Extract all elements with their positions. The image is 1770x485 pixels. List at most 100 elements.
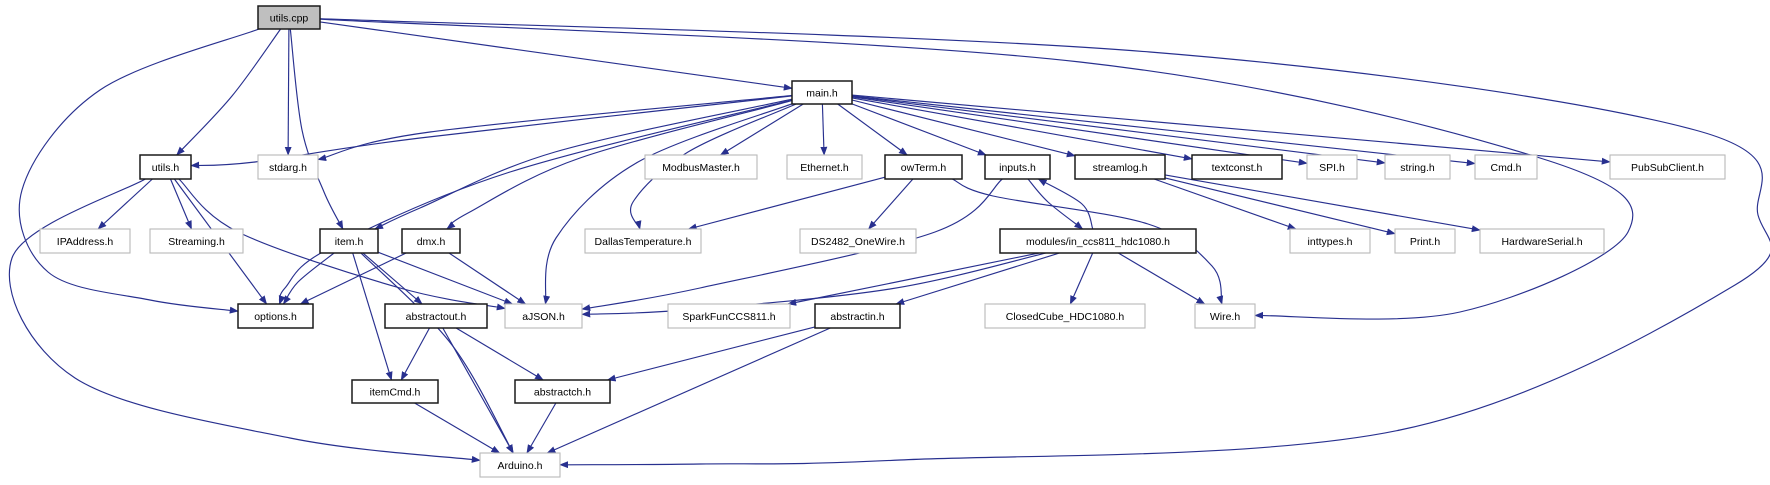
edge-streamlog.h-to-inttypes.h — [1153, 178, 1297, 230]
node-Ethernet.h[interactable]: Ethernet.h — [786, 154, 863, 180]
node-label-modules/in_ccs811_hdc1080.h: modules/in_ccs811_hdc1080.h — [1026, 236, 1170, 248]
node-box-utils.h — [139, 154, 192, 180]
node-label-Cmd.h: Cmd.h — [1491, 162, 1522, 174]
node-box-HardwareSerial.h — [1479, 228, 1605, 254]
node-DS2482_OneWire.h[interactable]: DS2482_OneWire.h — [799, 228, 917, 254]
node-box-DallasTemperature.h — [584, 228, 702, 254]
node-label-ClosedCube_HDC1080.h: ClosedCube_HDC1080.h — [1006, 311, 1125, 323]
node-Cmd.h[interactable]: Cmd.h — [1474, 154, 1538, 180]
node-HardwareSerial.h[interactable]: HardwareSerial.h — [1479, 228, 1605, 254]
edge-modules/in_ccs811_hdc1080.h-to-ClosedCube_HDC1080.h — [1069, 252, 1094, 305]
edge-main.h-to-dmx.h — [446, 100, 793, 230]
node-box-streamlog.h — [1074, 154, 1166, 180]
node-Wire.h[interactable]: Wire.h — [1194, 303, 1256, 329]
node-box-string.h — [1384, 154, 1451, 180]
node-Arduino.h[interactable]: Arduino.h — [479, 452, 561, 478]
node-Print.h[interactable]: Print.h — [1394, 228, 1456, 254]
node-label-abstractch.h: abstractch.h — [534, 386, 591, 398]
node-ModbusMaster.h[interactable]: ModbusMaster.h — [644, 154, 758, 180]
edge-abstractout.h-to-Arduino.h — [442, 327, 514, 454]
node-label-streamlog.h: streamlog.h — [1093, 162, 1148, 174]
node-SPI.h[interactable]: SPI.h — [1306, 154, 1358, 180]
node-inttypes.h[interactable]: inttypes.h — [1289, 228, 1371, 254]
node-SparkFunCCS811.h[interactable]: SparkFunCCS811.h — [667, 303, 791, 329]
edge-main.h-to-utils.h — [190, 95, 793, 169]
node-utils.h[interactable]: utils.h — [139, 154, 192, 180]
node-label-string.h: string.h — [1400, 162, 1435, 174]
edge-main.h-to-inputs.h — [851, 103, 987, 156]
node-options.h[interactable]: options.h — [237, 303, 314, 329]
edge-main.h-to-string.h — [851, 95, 1386, 166]
node-label-main.h: main.h — [806, 87, 838, 99]
edge-inputs.h-to-modules/in_ccs811_hdc1080.h — [1027, 178, 1084, 230]
node-box-inttypes.h — [1289, 228, 1371, 254]
node-box-SparkFunCCS811.h — [667, 303, 791, 329]
edge-modules/in_ccs811_hdc1080.h-to-Wire.h — [1118, 252, 1206, 305]
node-label-itemCmd.h: itemCmd.h — [370, 386, 421, 398]
edge-main.h-to-streamlog.h — [851, 99, 1076, 158]
node-box-Wire.h — [1194, 303, 1256, 329]
node-label-Ethernet.h: Ethernet.h — [800, 162, 849, 174]
node-label-SparkFunCCS811.h: SparkFunCCS811.h — [682, 311, 775, 323]
node-ClosedCube_HDC1080.h[interactable]: ClosedCube_HDC1080.h — [984, 303, 1146, 329]
node-modules/in_ccs811_hdc1080.h[interactable]: modules/in_ccs811_hdc1080.h — [999, 228, 1197, 254]
edge-utils.h-to-Arduino.h — [8, 178, 481, 463]
node-inputs.h[interactable]: inputs.h — [984, 154, 1051, 180]
node-abstractin.h[interactable]: abstractin.h — [814, 303, 901, 329]
node-streamlog.h[interactable]: streamlog.h — [1074, 154, 1166, 180]
node-DallasTemperature.h[interactable]: DallasTemperature.h — [584, 228, 702, 254]
node-label-options.h: options.h — [254, 311, 297, 323]
node-label-utils.h: utils.h — [152, 162, 180, 174]
edge-item.h-to-options.h — [282, 252, 335, 305]
edge-main.h-to-ModbusMaster.h — [719, 103, 804, 156]
edge-main.h-to-SPI.h — [851, 96, 1308, 166]
edge-abstractout.h-to-itemCmd.h — [400, 327, 431, 381]
node-owTerm.h[interactable]: owTerm.h — [884, 154, 963, 180]
edge-itemCmd.h-to-Arduino.h — [414, 402, 501, 454]
node-IPAddress.h[interactable]: IPAddress.h — [39, 228, 131, 254]
node-abstractch.h[interactable]: abstractch.h — [514, 379, 611, 404]
node-label-PubSubClient.h: PubSubClient.h — [1631, 162, 1704, 174]
node-box-dmx.h — [401, 228, 461, 254]
edge-utils.h-to-IPAddress.h — [97, 178, 153, 230]
edge-abstractin.h-to-Arduino.h — [546, 327, 831, 454]
edge-modules/in_ccs811_hdc1080.h-to-abstractin.h — [895, 252, 1060, 305]
node-PubSubClient.h[interactable]: PubSubClient.h — [1609, 154, 1726, 180]
node-box-stdarg.h — [257, 154, 319, 180]
node-aJSON.h[interactable]: aJSON.h — [504, 303, 583, 329]
node-box-owTerm.h — [884, 154, 963, 180]
node-textconst.h[interactable]: textconst.h — [1191, 154, 1283, 180]
edge-main.h-to-item.h — [374, 98, 793, 230]
edge-owTerm.h-to-DS2482_OneWire.h — [868, 178, 914, 230]
node-label-abstractin.h: abstractin.h — [830, 311, 884, 323]
node-box-Ethernet.h — [786, 154, 863, 180]
edge-modules/in_ccs811_hdc1080.h-to-inputs.h — [1037, 178, 1094, 230]
node-stdarg.h[interactable]: stdarg.h — [257, 154, 319, 180]
node-box-modules/in_ccs811_hdc1080.h — [999, 228, 1197, 254]
node-item.h[interactable]: item.h — [319, 228, 379, 254]
edges-layer — [8, 18, 1770, 469]
node-string.h[interactable]: string.h — [1384, 154, 1451, 180]
edge-utils.cpp-to-item.h — [289, 28, 344, 230]
node-dmx.h[interactable]: dmx.h — [401, 228, 461, 254]
node-label-Wire.h: Wire.h — [1210, 311, 1240, 323]
node-main.h[interactable]: main.h — [791, 80, 853, 105]
edge-utils.cpp-to-Arduino.h — [319, 18, 1770, 469]
node-itemCmd.h[interactable]: itemCmd.h — [351, 379, 439, 404]
node-box-aJSON.h — [504, 303, 583, 329]
edge-streamlog.h-to-HardwareSerial.h — [1164, 174, 1481, 233]
node-label-Arduino.h: Arduino.h — [498, 460, 543, 472]
node-box-utils.cpp — [257, 5, 321, 30]
node-label-IPAddress.h: IPAddress.h — [57, 236, 114, 248]
edge-utils.cpp-to-utils.h — [176, 28, 282, 156]
node-box-inputs.h — [984, 154, 1051, 180]
edge-owTerm.h-to-DallasTemperature.h — [687, 176, 886, 231]
edge-main.h-to-PubSubClient.h — [851, 94, 1611, 165]
node-box-textconst.h — [1191, 154, 1283, 180]
node-box-Arduino.h — [479, 452, 561, 478]
node-abstractout.h[interactable]: abstractout.h — [384, 303, 488, 329]
node-Streaming.h[interactable]: Streaming.h — [149, 228, 244, 254]
node-label-owTerm.h: owTerm.h — [901, 162, 947, 174]
node-box-SPI.h — [1306, 154, 1358, 180]
